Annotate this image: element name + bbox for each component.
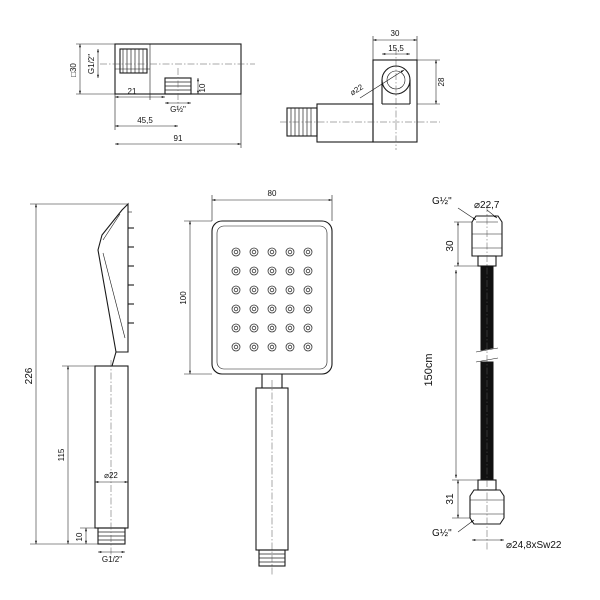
hose-length: 150cm bbox=[423, 353, 435, 386]
elbow-g-label: G1/2" bbox=[87, 54, 96, 74]
end-dim-15: 15,5 bbox=[388, 44, 404, 53]
elbow-dim-91: 91 bbox=[174, 134, 183, 143]
spray-nozzle-center bbox=[269, 306, 275, 312]
front-thread bbox=[258, 549, 286, 567]
hose-dim-30: 30 bbox=[445, 240, 456, 252]
elbow-g-bottom: G½" bbox=[170, 105, 186, 114]
hose-dim-31: 31 bbox=[445, 493, 456, 505]
spray-nozzle-center bbox=[305, 268, 311, 274]
shower-hose-view: G½" ⌀22,7 30 150cm 31 G½" ⌀24,8xSw22 bbox=[423, 196, 562, 551]
hose-dia-bottom: ⌀24,8xSw22 bbox=[506, 540, 562, 551]
spray-nozzle-center bbox=[305, 306, 311, 312]
side-dia-22: ⌀22 bbox=[104, 471, 118, 480]
elbow-dim-10: 10 bbox=[198, 83, 207, 92]
spray-nozzle-center bbox=[251, 344, 257, 350]
spray-nozzle-center bbox=[251, 268, 257, 274]
spray-nozzle-center bbox=[233, 268, 239, 274]
spray-nozzle-center bbox=[269, 249, 275, 255]
elbow-square-label: □30 bbox=[69, 63, 78, 77]
end-dia-22: ⌀22 bbox=[348, 82, 365, 97]
elbow-side-thread bbox=[119, 48, 148, 74]
side-dim-10: 10 bbox=[75, 532, 84, 541]
side-g-label: G1/2" bbox=[102, 555, 122, 564]
spray-nozzle-center bbox=[287, 306, 293, 312]
end-dim-30: 30 bbox=[391, 29, 400, 38]
elbow-dim-21: 21 bbox=[128, 87, 137, 96]
front-dim-100: 100 bbox=[179, 291, 188, 305]
spray-nozzle-center bbox=[305, 287, 311, 293]
hand-shower-front-view: 80 100 bbox=[179, 189, 333, 575]
spray-nozzle-center bbox=[269, 268, 275, 274]
spray-nozzle-center bbox=[269, 287, 275, 293]
spray-nozzle-center bbox=[287, 344, 293, 350]
spray-nozzle-grid bbox=[231, 247, 313, 352]
spray-nozzle-center bbox=[233, 287, 239, 293]
spray-nozzle-center bbox=[251, 249, 257, 255]
spray-nozzle-center bbox=[251, 325, 257, 331]
spray-nozzle-center bbox=[251, 306, 257, 312]
spray-nozzle-center bbox=[269, 344, 275, 350]
spray-nozzle-center bbox=[305, 344, 311, 350]
spray-nozzle-center bbox=[251, 287, 257, 293]
spray-nozzle-center bbox=[305, 325, 311, 331]
spray-nozzle-center bbox=[287, 268, 293, 274]
nozzle-row bbox=[128, 211, 134, 324]
side-dim-226: 226 bbox=[24, 367, 35, 384]
end-dim-28: 28 bbox=[437, 77, 446, 86]
hose-g-top: G½" bbox=[432, 196, 452, 207]
wall-elbow-end-view: 30 15,5 ⌀22 28 bbox=[280, 29, 446, 150]
spray-nozzle-center bbox=[305, 249, 311, 255]
hand-shower-side-view: 226 115 ⌀22 10 G1/2" bbox=[24, 202, 134, 564]
spray-nozzle-center bbox=[233, 306, 239, 312]
spray-nozzle-center bbox=[287, 249, 293, 255]
elbow-dim-45: 45,5 bbox=[137, 116, 153, 125]
wall-elbow-side-view: □30 G1/2" 21 G½" 10 45,5 91 bbox=[69, 43, 255, 148]
side-dim-115: 115 bbox=[57, 448, 66, 461]
spray-nozzle-center bbox=[233, 249, 239, 255]
spray-nozzle-center bbox=[233, 325, 239, 331]
spray-nozzle-center bbox=[269, 325, 275, 331]
spray-nozzle-center bbox=[287, 325, 293, 331]
hose-dia-top: ⌀22,7 bbox=[474, 200, 500, 211]
handle-thread bbox=[97, 527, 126, 545]
spray-nozzle-center bbox=[287, 287, 293, 293]
spray-nozzle-center bbox=[233, 344, 239, 350]
front-dim-80: 80 bbox=[268, 189, 277, 198]
hose-g-bottom: G½" bbox=[432, 528, 452, 539]
